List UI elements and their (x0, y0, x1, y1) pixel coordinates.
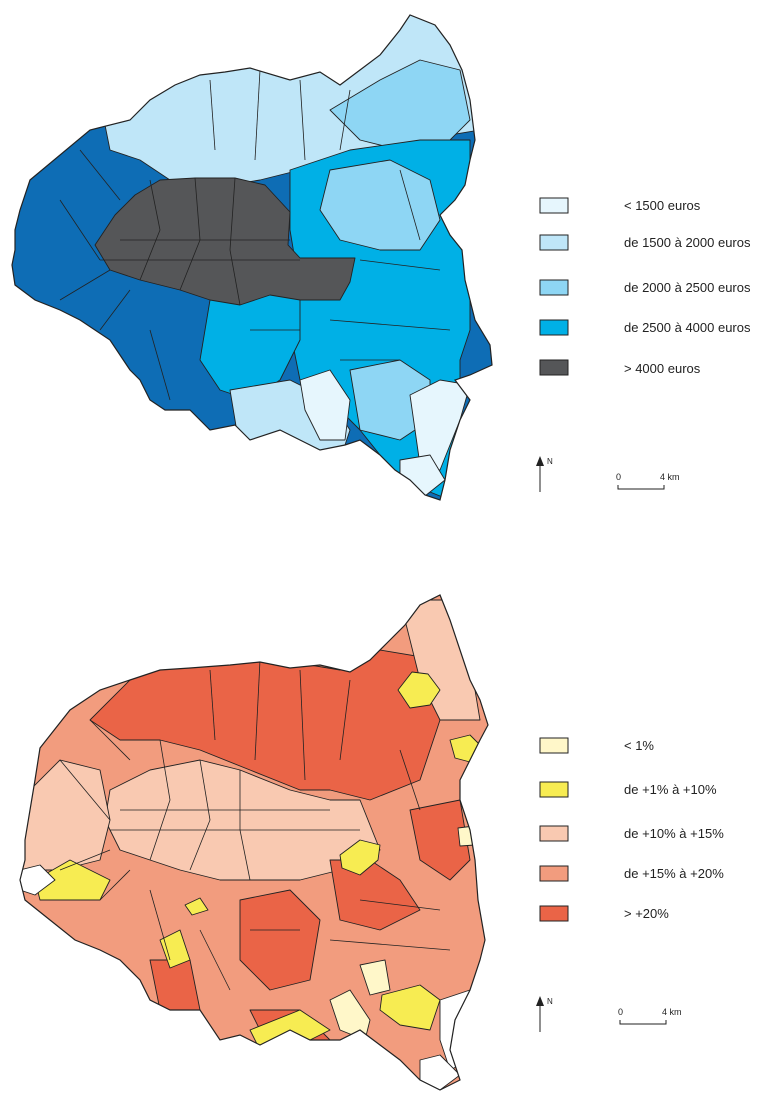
legend-label-3: de 2000 à 2500 euros (624, 280, 751, 295)
legend-swatch-5 (539, 359, 569, 376)
region-no-data-s (419, 1054, 461, 1090)
region-north-east (329, 59, 471, 151)
region-yellow-se (379, 984, 441, 1031)
legend-label-4: de +15% à +20% (624, 866, 724, 881)
region-yellow-small (184, 897, 209, 916)
region-south-centre (239, 889, 321, 991)
legend-swatch-3 (539, 279, 569, 296)
region-west (20, 759, 111, 871)
scale-distance: 4 km (662, 1007, 682, 1017)
income-map-panel: < 1500 euros de 1500 à 2000 euros de 200… (0, 0, 783, 550)
region-no-data-se (439, 989, 486, 1071)
legend-swatch-2 (539, 781, 569, 798)
legend-swatch-4 (539, 865, 569, 882)
commune-borders (59, 659, 451, 991)
legend-label-2: de 1500 à 2000 euros (624, 235, 751, 250)
region-pale-south (329, 989, 371, 1041)
change-map-outline (19, 594, 489, 1091)
region-pale-south-2 (359, 959, 391, 996)
legend-swatch-1 (539, 197, 569, 214)
region-south-pale (299, 369, 351, 441)
region-south-east-pale (409, 379, 471, 471)
legend-swatch-1 (539, 737, 569, 754)
legend-label-1: < 1% (624, 738, 654, 753)
region-east-centre (319, 159, 441, 251)
income-map-outline (11, 14, 493, 501)
region-yellow-centre (339, 839, 381, 876)
legend-label-2: de +1% à +10% (624, 782, 717, 797)
legend-label-4: de 2500 à 4000 euros (624, 320, 751, 335)
change-map: < 1% de +1% à +10% de +10% à +15% de +15… (19, 594, 724, 1091)
scale-zero: 0 (616, 472, 621, 482)
scale-bar (617, 485, 665, 490)
scale-zero: 0 (618, 1007, 623, 1017)
legend-swatch-5 (539, 905, 569, 922)
region-east-red (409, 799, 471, 881)
legend-label-3: de +10% à +15% (624, 826, 724, 841)
legend-swatch-4 (539, 319, 569, 336)
scale-bar (619, 1020, 667, 1025)
legend-label-1: < 1500 euros (624, 198, 701, 213)
region-paris (94, 177, 356, 306)
income-choropleth (12, 15, 492, 500)
region-no-data-west (20, 864, 56, 896)
north-arrow-icon (536, 996, 544, 1032)
commune-borders (59, 69, 451, 401)
income-legend: < 1500 euros de 1500 à 2000 euros de 200… (539, 197, 751, 376)
legend-swatch-2 (539, 234, 569, 251)
legend-label-5: > 4000 euros (624, 361, 701, 376)
north-label: N (547, 457, 553, 466)
scale-distance: 4 km (660, 472, 680, 482)
income-map: < 1500 euros de 1500 à 2000 euros de 200… (11, 14, 751, 501)
region-yellow-sw (159, 929, 191, 969)
change-map-panel: < 1% de +1% à +10% de +10% à +15% de +15… (0, 560, 783, 1110)
legend-swatch-3 (539, 825, 569, 842)
region-yellow-ne (397, 671, 441, 709)
legend-label-5: > +20% (624, 906, 669, 921)
north-arrow-icon (536, 456, 544, 492)
change-legend: < 1% de +1% à +10% de +10% à +15% de +15… (539, 737, 724, 922)
north-label: N (547, 997, 553, 1006)
